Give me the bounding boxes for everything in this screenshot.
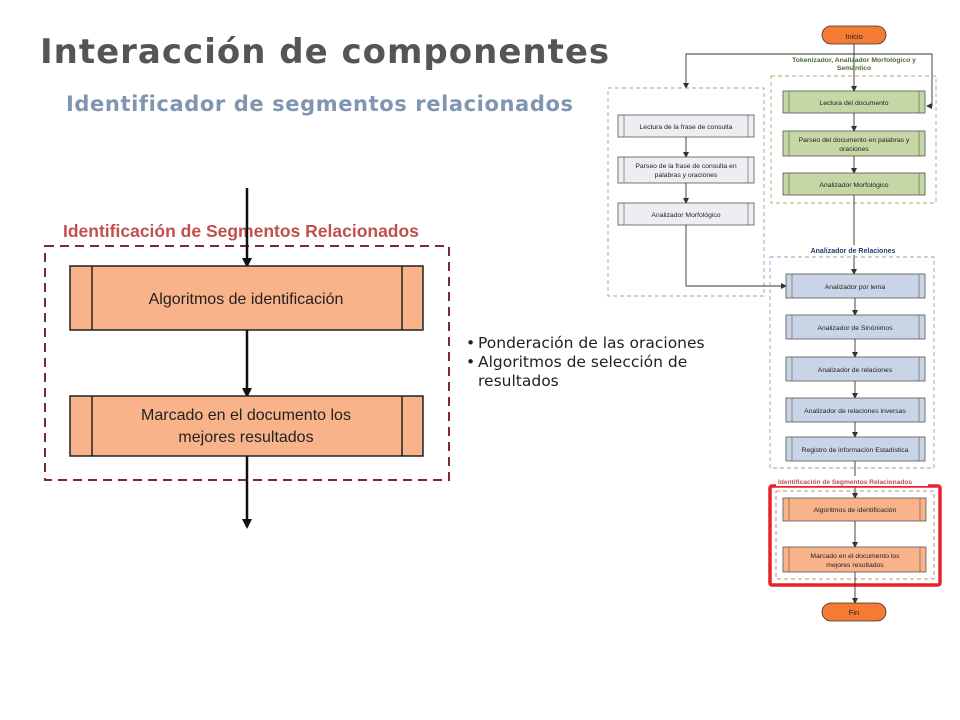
flow-doc-morph: Analizador Morfológico (782, 172, 926, 196)
flow-query-morph: Analizador Morfológico (617, 202, 755, 226)
flow-arrow-start-loop (854, 53, 933, 109)
flow-stats-label: Registro de información Estadística (802, 447, 909, 454)
flow-query-read-label: Lectura de la frase de consulta (640, 124, 733, 131)
flow-relations-group (769, 256, 935, 469)
bullet-item: •Algoritmos de selección de resultados (466, 353, 766, 391)
flow-mark: Marcado en el documento los mejores resu… (782, 546, 927, 573)
flow-query-morph-label: Analizador Morfológico (651, 212, 720, 219)
bullet-text: Algoritmos de selección de resultados (478, 353, 688, 390)
flow-relations: Analizador de relaciones (785, 356, 926, 382)
flow-doc-parse: Parseo del documento en palabras y oraci… (782, 130, 926, 157)
flow-query-parse-label-2: palabras y oraciones (655, 172, 718, 179)
flow-mark-label-2: mejores resultados (826, 562, 884, 569)
flow-lemma: Analizador por lema (785, 273, 926, 299)
flow-synonyms: Analizador de Sinónimos (785, 314, 926, 340)
flow-segments-label-bg (776, 476, 928, 486)
flow-doc-parse-label-1: Parseo del documento en palabras y (799, 137, 910, 144)
page-subtitle: Identificador de segmentos relacionados (66, 92, 574, 116)
flow-start-label: Inicio (845, 32, 863, 41)
flow-query-read: Lectura de la frase de consulta (617, 114, 755, 138)
flow-arrow-start-query (683, 53, 854, 89)
flow-tokenizer-label-2: Semántico (837, 65, 871, 72)
flow-mark-label-1: Marcado en el documento los (810, 553, 900, 560)
zoom-detail: Identificación de Segmentos Relacionados… (44, 188, 450, 529)
flow-query-parse-label-1: Parseo de la frase de consulta en (635, 163, 736, 170)
flow-inverse: Analizador de relaciones inversas (785, 397, 926, 423)
flow-query-group (607, 87, 765, 297)
flow-segments-label: Identificación de Segmentos Relacionados (778, 479, 912, 486)
flow-end: Fin (821, 602, 887, 622)
flow-end-label: Fin (849, 608, 859, 617)
flow-ident: Algoritmos de identificación (782, 497, 927, 522)
flowchart: Inicio Tokenizador, Analizador Morfológi… (607, 25, 942, 622)
flow-relations-label: Analizador de Relaciones (811, 248, 896, 255)
zoom-box-marking: Marcado en el documento los mejores resu… (69, 395, 424, 457)
flow-start: Inicio (821, 25, 887, 45)
flow-relations-label-bg (806, 245, 900, 255)
flow-doc-parse-label-2: oraciones (839, 146, 869, 153)
flow-arrow-query-lemma (685, 225, 787, 289)
flow-doc-morph-label: Analizador Morfológico (819, 182, 888, 189)
flow-tokenizer-label-1: Tokenizador, Analizador Morfológico y (792, 57, 916, 64)
page-title: Interacción de componentes (40, 32, 611, 72)
bullet-item: •Ponderación de las oraciones (466, 334, 705, 352)
flow-stats: Registro de información Estadística (785, 436, 926, 462)
zoom-box-marking-line1: Marcado en el documento los (141, 407, 351, 424)
bullet-text: Ponderación de las oraciones (478, 334, 705, 352)
flow-relations-label-box: Analizador de relaciones (818, 367, 893, 374)
zoom-group-label: Identificación de Segmentos Relacionados (63, 221, 419, 241)
zoom-box-identification: Algoritmos de identificación (69, 265, 424, 331)
flow-synonyms-label: Analizador de Sinónimos (817, 325, 893, 332)
bullet-list: •Ponderación de las oraciones •Algoritmo… (466, 334, 766, 391)
flow-query-parse: Parseo de la frase de consulta en palabr… (617, 156, 755, 184)
zoom-box-marking-line2: mejores resultados (178, 429, 313, 446)
flow-ident-label: Algoritmos de identificación (814, 507, 897, 514)
flow-lemma-label: Analizador por lema (825, 284, 886, 291)
flow-tokenizer-group (770, 75, 937, 204)
flow-doc-read: Lectura del documento (782, 90, 926, 114)
zoom-box-identification-label: Algoritmos de identificación (149, 291, 344, 308)
flow-doc-read-label: Lectura del documento (819, 100, 888, 107)
flow-inverse-label: Analizador de relaciones inversas (804, 408, 906, 415)
